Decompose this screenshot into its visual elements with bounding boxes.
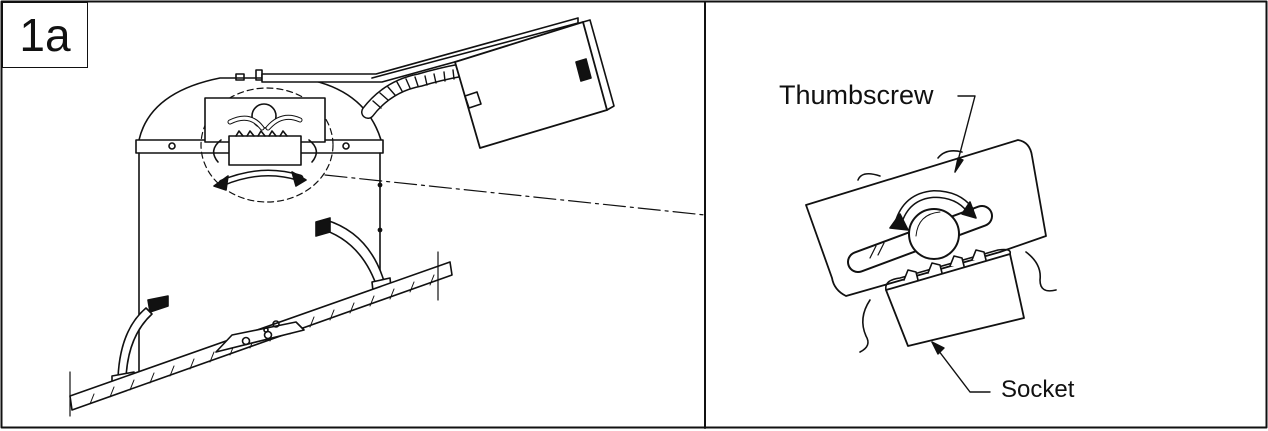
housing-socket-detail xyxy=(204,97,326,191)
socket-label: Socket xyxy=(1001,376,1075,403)
socket-body xyxy=(859,248,1057,353)
thumbscrew xyxy=(908,208,960,260)
detail-circle xyxy=(200,87,334,203)
socket-leader xyxy=(931,341,991,393)
thumbscrew-label: Thumbscrew xyxy=(779,80,934,110)
panel-label: 1a xyxy=(2,2,88,68)
leader-lines xyxy=(931,95,991,393)
flex-conduit xyxy=(361,63,469,119)
junction-box xyxy=(454,19,615,149)
sloped-ceiling xyxy=(69,251,453,417)
rotation-arrow xyxy=(889,190,977,231)
detail-leader-line xyxy=(324,174,706,216)
thumbscrew-leader xyxy=(954,95,976,173)
